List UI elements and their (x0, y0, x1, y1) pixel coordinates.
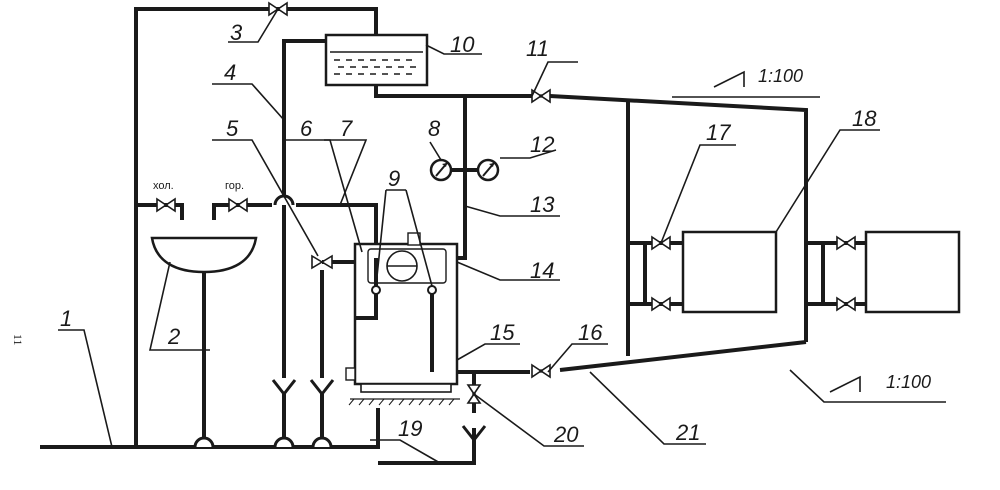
label-8: 8 (428, 116, 441, 141)
label-7: 7 (340, 116, 353, 141)
funnel-icon (309, 378, 335, 396)
supply-main (374, 85, 808, 342)
pressure-gauge-icon (429, 158, 453, 182)
label-13: 13 (530, 192, 555, 217)
label-6: 6 (300, 116, 313, 141)
pipe-crossing-icon (311, 436, 333, 449)
hot-water-pipe (248, 194, 378, 244)
label-15: 15 (490, 320, 515, 345)
label-10: 10 (450, 32, 475, 57)
drain-tap (461, 372, 487, 442)
hot-tap-icon (228, 198, 248, 212)
label-2: 2 (167, 324, 180, 349)
boiler (345, 232, 460, 406)
funnel-icon (271, 378, 297, 396)
return-line (457, 340, 807, 378)
gauges (429, 158, 500, 182)
basin-taps (136, 198, 248, 220)
label-17: 17 (706, 120, 731, 145)
label-5: 5 (226, 116, 239, 141)
slope-bottom-label: 1:100 (886, 372, 931, 392)
washbasin (150, 236, 258, 449)
radiator-2-return-valve-icon (836, 297, 856, 311)
cold-tap-icon (156, 198, 176, 212)
thermometer-gauge-icon (476, 158, 500, 182)
drain-line (378, 428, 476, 465)
cold-tap-label: хол. (153, 180, 174, 192)
slope-top-label: 1:100 (758, 66, 803, 86)
safety-valve-icon (311, 254, 333, 270)
callout-labels: 1 2 3 4 5 6 7 8 9 10 11 12 13 14 15 16 1… (60, 20, 877, 447)
label-9: 9 (388, 166, 400, 191)
label-11: 11 (526, 36, 549, 61)
radiator-2-supply-valve-icon (836, 236, 856, 250)
leader-lines (58, 8, 946, 464)
radiator-branches (626, 100, 866, 356)
label-21: 21 (675, 420, 700, 445)
label-19: 19 (398, 416, 422, 441)
hot-tap-label: гор. (225, 180, 244, 192)
pipe-crossing-icon (273, 436, 295, 449)
radiator-1 (681, 230, 778, 314)
label-3: 3 (230, 20, 243, 45)
overflow-pipe (271, 39, 326, 449)
label-4: 4 (224, 60, 236, 85)
page-number: 11 (11, 334, 25, 346)
label-18: 18 (852, 106, 877, 131)
label-14: 14 (530, 258, 554, 283)
supply-riser-to-tank (134, 2, 378, 447)
expansion-tank (324, 33, 429, 87)
label-20: 20 (553, 422, 579, 447)
label-1: 1 (60, 306, 72, 331)
safety-valve-line (309, 254, 355, 449)
pipe-crossing-icon (193, 436, 215, 449)
radiator-return-valve-icon (651, 297, 671, 311)
label-12: 12 (530, 132, 554, 157)
main-water-line (40, 408, 380, 449)
radiator-2 (864, 230, 961, 314)
valve-16-icon (531, 364, 551, 378)
label-16: 16 (578, 320, 603, 345)
